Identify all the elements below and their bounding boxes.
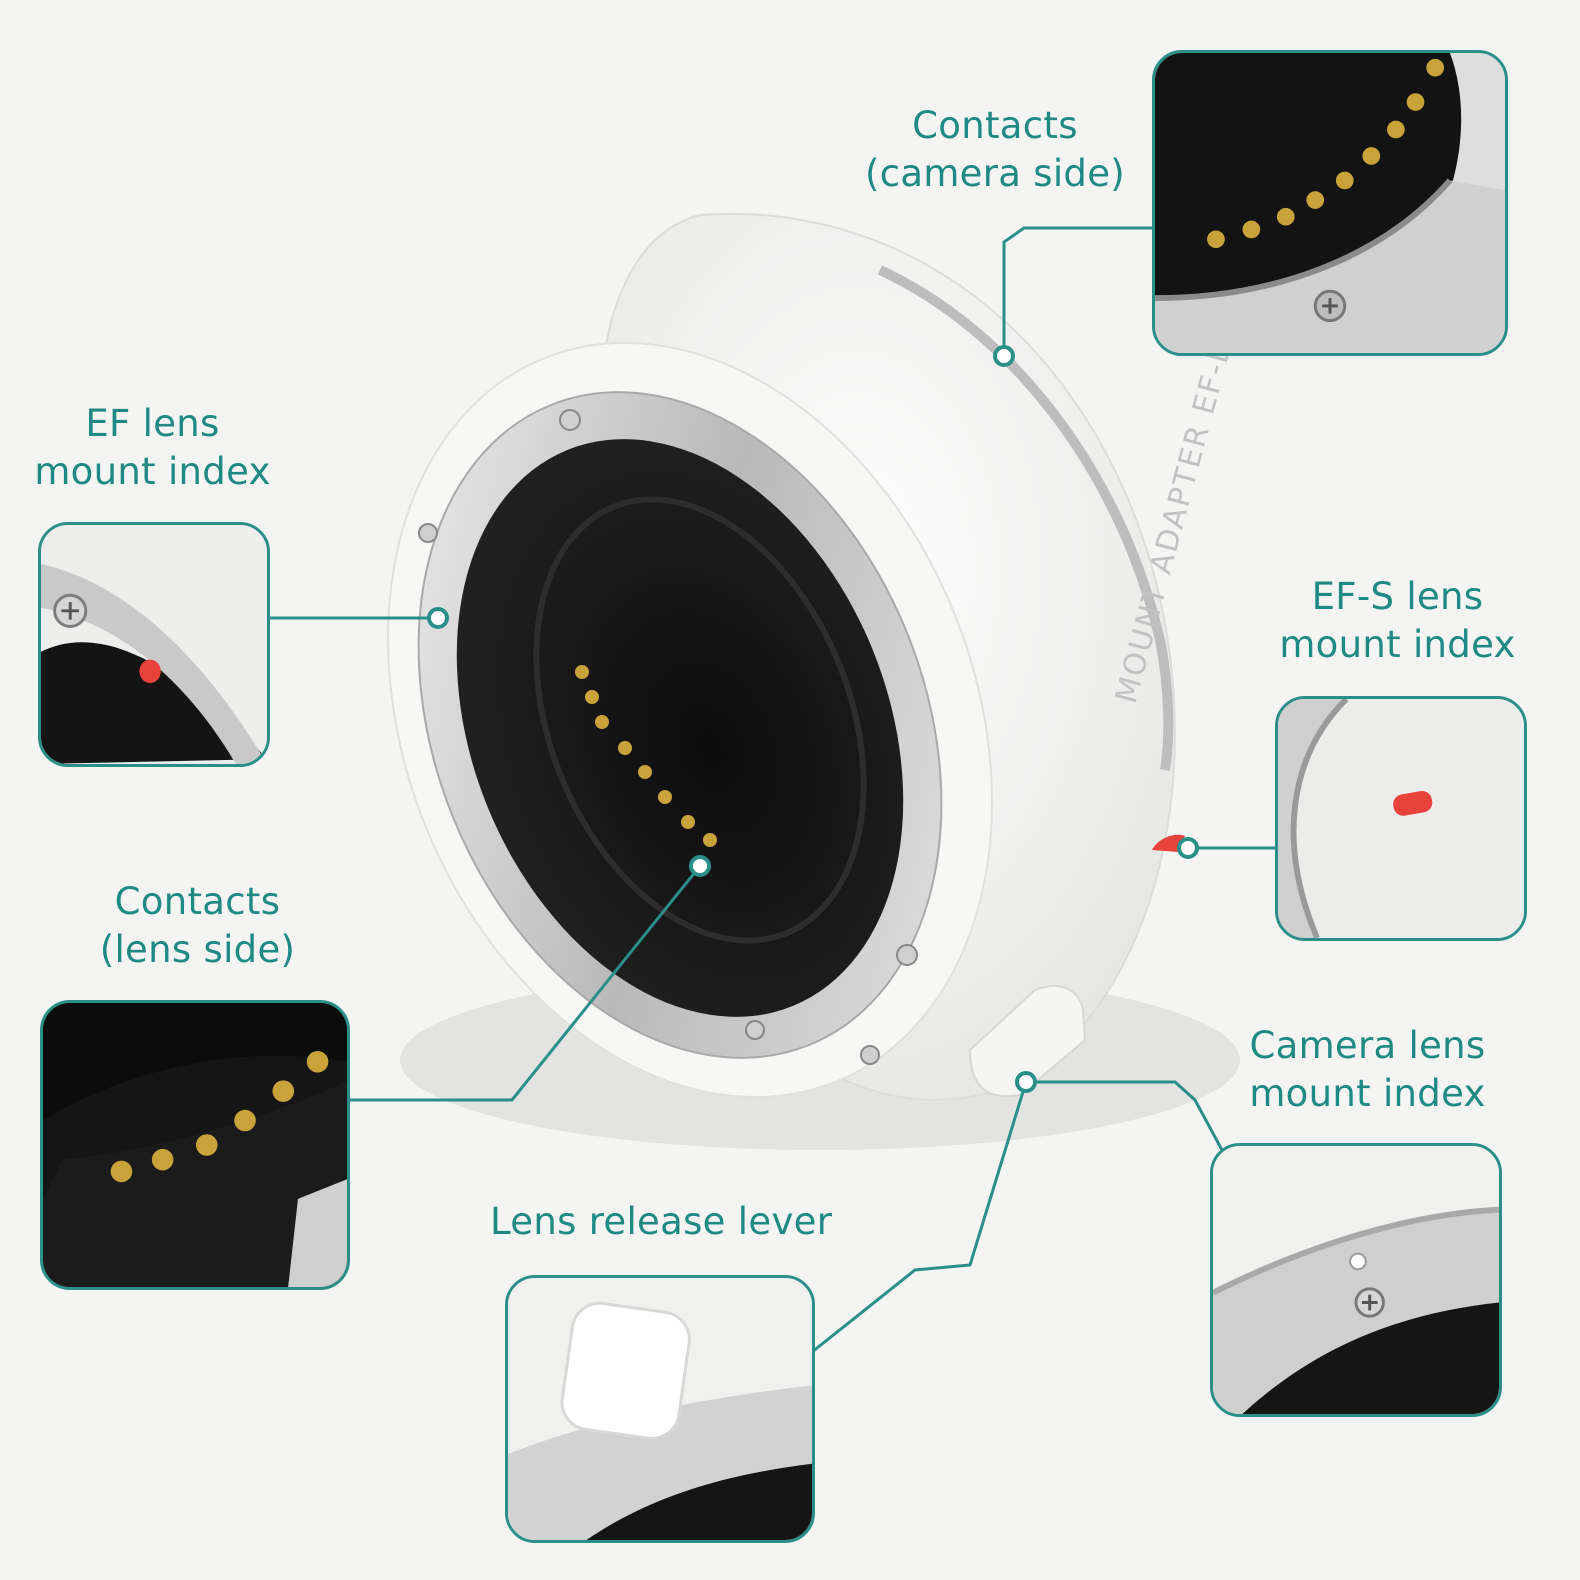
inset-camera-index [1210, 1143, 1502, 1417]
inner-baffle [533, 496, 867, 944]
label-camera-index: Camera lens mount index [1230, 1022, 1505, 1118]
efs-index-dot [1393, 790, 1433, 816]
release-lever-button [560, 1301, 691, 1440]
anchor-dot [427, 607, 449, 629]
leader-anchors [427, 345, 1199, 1093]
inset-ef-index [38, 522, 270, 767]
label-contacts-lens: Contacts (lens side) [80, 878, 315, 974]
label-line: mount index [1249, 1072, 1486, 1115]
anchor-dot [1015, 1071, 1037, 1093]
release-lever-body [968, 985, 1087, 1098]
front-screw [745, 1020, 765, 1040]
label-line: mount index [1279, 623, 1516, 666]
leader-lines [270, 226, 1275, 1354]
label-line: mount index [34, 450, 271, 493]
label-efs-index: EF-S lens mount index [1270, 573, 1525, 669]
leader-release-lever [811, 1081, 1028, 1354]
label-contacts-camera: Contacts (camera side) [855, 102, 1135, 198]
camera-side-ring [877, 265, 1174, 771]
front-screw [418, 523, 438, 543]
label-line: EF lens [85, 402, 220, 445]
camera-index-dot [1349, 1252, 1367, 1271]
label-line: EF-S lens [1311, 575, 1484, 618]
leader-contacts-lens [350, 865, 702, 1102]
front-screw [559, 409, 581, 431]
front-screw [896, 944, 918, 966]
label-ef-index: EF lens mount index [30, 400, 275, 496]
label-line: Camera lens [1249, 1024, 1486, 1067]
lens-side-contacts [575, 665, 717, 847]
label-line: (lens side) [99, 928, 296, 971]
label-line: (camera side) [864, 152, 1126, 195]
front-screw [860, 1045, 880, 1065]
leader-camera-index [1026, 1080, 1224, 1151]
anchor-dot [1177, 837, 1199, 859]
efs-index-dot [1152, 834, 1185, 852]
inset-contacts-lens [40, 1000, 350, 1290]
label-line: Contacts [912, 104, 1078, 147]
anchor-dot [689, 855, 711, 877]
inset-release-lever [505, 1275, 815, 1543]
label-release-lever: Lens release lever [490, 1198, 833, 1246]
inset-contacts-camera [1152, 50, 1508, 356]
label-line: Lens release lever [490, 1200, 833, 1243]
leader-contacts-camera [1002, 226, 1154, 356]
anchor-dot [993, 345, 1015, 367]
label-line: Contacts [114, 880, 281, 923]
inset-efs-index [1275, 696, 1527, 941]
ef-index-dot [139, 659, 161, 684]
